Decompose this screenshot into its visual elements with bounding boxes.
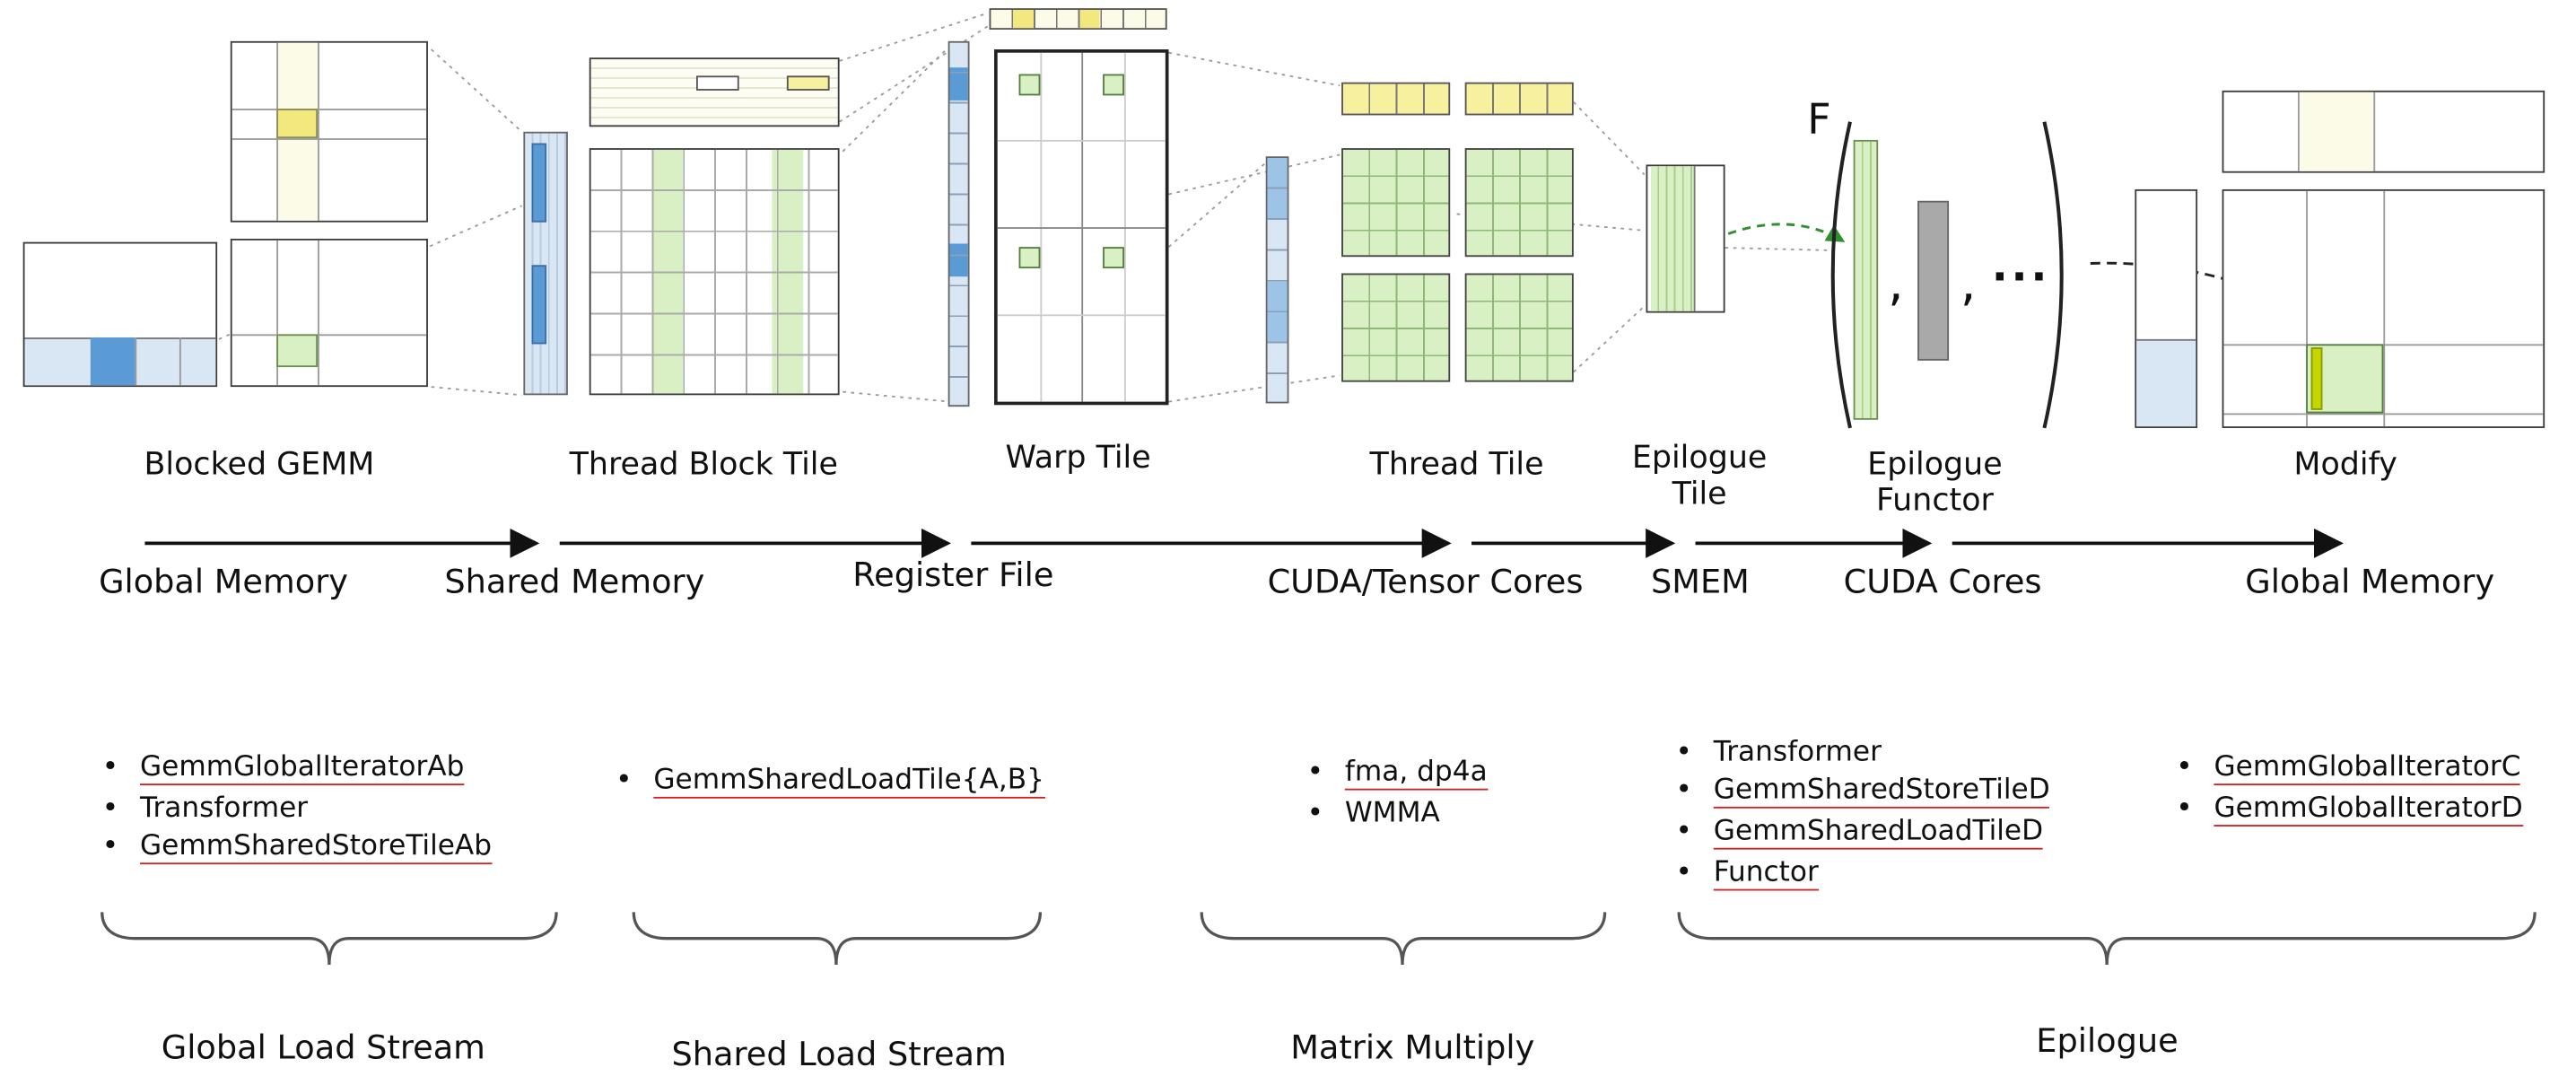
matrix-b-active-block	[276, 334, 319, 368]
warp-thread-tile-1	[1018, 74, 1041, 96]
brace-matrix-multiply	[1200, 912, 1607, 966]
brace-global-load-stream	[100, 912, 558, 966]
label-warp-tile: Warp Tile	[1005, 439, 1151, 477]
label-epilogue-tile-line1: Epilogue	[1631, 439, 1768, 477]
list-matrix-multiply: fma, dp4a WMMA	[1307, 758, 1488, 838]
blocked-gemm-matrix-b	[230, 239, 428, 388]
list-epilogue-right: GemmGlobalIteratorC GemmGlobalIteratorD	[2176, 753, 2523, 836]
thread-tile-grid-4	[1464, 273, 1574, 382]
thread-tile-grid-1	[1341, 148, 1451, 258]
list-item: GemmSharedLoadTile{A,B}	[616, 766, 1045, 799]
functor-comma-1: ,	[1888, 255, 1904, 313]
threadblock-smem-slab	[523, 131, 568, 396]
warp-strip-grid	[991, 10, 1166, 29]
warp-thread-tile-2	[1103, 74, 1124, 96]
list-item: Functor	[1676, 859, 2050, 891]
grid-lines-overlay	[590, 149, 838, 394]
list-item: Transformer	[1676, 739, 2050, 767]
functor-f-label: F	[1807, 95, 1831, 144]
label-epilogue-functor: Epilogue Functor	[1856, 446, 2013, 520]
thread-fragment-strip	[1265, 156, 1289, 404]
smem-fragment-a	[531, 143, 547, 223]
functor-accumulator-column	[1853, 139, 1879, 420]
label-epilogue-functor-line2: Functor	[1876, 483, 1994, 520]
label-register-file: Register File	[852, 555, 1054, 595]
modify-top-column-strip	[2297, 92, 2374, 171]
threadblock-tile-grid	[589, 148, 840, 396]
left-paren	[1830, 121, 1852, 429]
label-epilogue-tile-line2: Tile	[1672, 476, 1727, 513]
threadblock-tile-a	[589, 57, 840, 127]
warp-thread-tile-3	[1018, 247, 1041, 269]
warp-strip-rows	[949, 42, 968, 406]
label-thread-block-tile: Thread Block Tile	[569, 446, 838, 483]
smem-fragment-b	[531, 265, 547, 345]
list-item: GemmGlobalIteratorC	[2176, 753, 2523, 786]
thread-tile-grid-2	[1464, 148, 1574, 258]
tile-a-fragment-1	[695, 75, 739, 91]
functor-comma-2: ,	[1960, 255, 1977, 313]
label-cuda-tensor-cores: CUDA/Tensor Cores	[1267, 561, 1584, 601]
label-matrix-multiply: Matrix Multiply	[1290, 1027, 1535, 1067]
label-epilogue-tile: Epilogue Tile	[1621, 440, 1777, 513]
epilogue-tile-to-functor-arrow	[1727, 223, 1846, 242]
list-epilogue-left: Transformer GemmSharedStoreTileD GemmSha…	[1676, 739, 2050, 901]
label-smem: SMEM	[1651, 561, 1750, 601]
matrix-a-active-block	[276, 109, 319, 139]
modify-matrix-bottom	[2222, 188, 2545, 428]
thread-strip-rows	[1267, 158, 1288, 402]
list-item: GemmSharedLoadTileD	[1676, 818, 2050, 850]
list-item: GemmSharedStoreTileAb	[102, 832, 493, 865]
blocked-gemm-matrix-c	[22, 241, 218, 388]
functor-source-column	[1917, 200, 1950, 361]
label-modify: Modify	[2293, 446, 2397, 483]
label-thread-tile: Thread Tile	[1369, 446, 1544, 483]
list-global-load: GemmGlobalIteratorAb Transformer GemmSha…	[102, 753, 493, 874]
label-shared-memory: Shared Memory	[444, 561, 705, 601]
group-braces	[100, 912, 2537, 966]
label-global-memory-right: Global Memory	[2245, 561, 2495, 601]
label-global-memory-left: Global Memory	[99, 561, 348, 601]
modify-column-strip	[2135, 188, 2198, 428]
matrix-c-active-block	[90, 337, 135, 386]
list-item: Transformer	[102, 794, 492, 823]
label-shared-load-stream: Shared Load Stream	[671, 1034, 1007, 1074]
label-global-load-stream: Global Load Stream	[161, 1027, 485, 1067]
functor-ellipsis: ···	[1991, 253, 2051, 303]
warp-accumulator-strip	[989, 8, 1167, 31]
brace-epilogue	[1677, 912, 2537, 966]
modify-matrix-top	[2222, 90, 2545, 173]
thread-operand-strip-a	[1341, 82, 1451, 116]
thread-tile-grid-3	[1341, 273, 1451, 382]
epilogue-tile-box	[1646, 164, 1725, 313]
modify-column-active	[2136, 338, 2196, 427]
warp-thread-tile-4	[1103, 247, 1124, 269]
label-blocked-gemm: Blocked GEMM	[144, 446, 375, 483]
label-epilogue-functor-line1: Epilogue	[1867, 446, 2003, 483]
list-item: fma, dp4a	[1307, 758, 1488, 791]
epilogue-tile-green-column	[1651, 166, 1696, 311]
label-epilogue: Epilogue	[2036, 1020, 2179, 1061]
modify-written-fragment	[2310, 347, 2323, 410]
list-item: GemmGlobalIteratorAb	[102, 753, 492, 786]
warp-fragment-strip	[947, 40, 970, 407]
tile-a-fragment-2	[786, 75, 830, 91]
list-item: WMMA	[1307, 800, 1488, 828]
list-item: GemmGlobalIteratorD	[2176, 794, 2523, 827]
thread-operand-strip-b	[1464, 82, 1574, 116]
list-item: GemmSharedStoreTileD	[1676, 776, 2050, 809]
warp-tile-grid	[994, 49, 1169, 406]
list-shared-load: GemmSharedLoadTile{A,B}	[616, 766, 1045, 809]
label-cuda-cores: CUDA Cores	[1843, 561, 2042, 601]
blocked-gemm-matrix-a	[230, 40, 428, 223]
brace-shared-load-stream	[632, 912, 1043, 966]
